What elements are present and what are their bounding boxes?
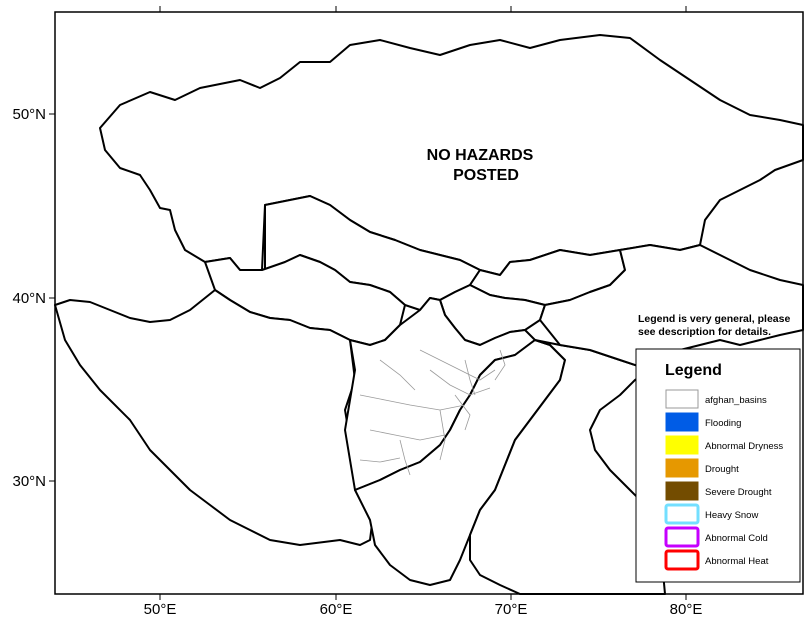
afghan-basins	[359, 349, 506, 476]
legend-swatch-2	[665, 435, 699, 455]
legend-note-line2: see description for details.	[638, 326, 771, 338]
lon-label-50: 50°E	[144, 601, 177, 618]
hazard-status-line1: NO HAZARDS	[427, 147, 534, 164]
lon-label-60: 60°E	[320, 601, 353, 618]
legend-label-7: Abnormal Heat	[705, 556, 769, 567]
lon-label-70: 70°E	[495, 601, 528, 618]
axis-ticks	[49, 6, 687, 600]
legend-swatch-3	[665, 458, 699, 478]
legend-label-4: Severe Drought	[705, 487, 772, 498]
legend-label-5: Heavy Snow	[705, 510, 758, 521]
legend-swatch-7	[664, 549, 700, 571]
legend-swatch-1	[665, 412, 699, 432]
legend-title: Legend	[665, 362, 722, 379]
lon-label-80: 80°E	[670, 601, 703, 618]
legend-swatch-0	[665, 389, 699, 409]
lat-label-30: 30°N	[12, 473, 46, 490]
lat-label-50: 50°N	[12, 106, 46, 123]
legend-box	[635, 348, 801, 583]
country-outlines	[54, 34, 804, 595]
legend-label-1: Flooding	[705, 418, 741, 429]
legend-label-6: Abnormal Cold	[705, 533, 768, 544]
china-outline	[539, 244, 804, 371]
hazard-status-line2: POSTED	[453, 167, 519, 184]
legend-swatch-6	[664, 526, 700, 548]
legend-swatch-5	[664, 503, 700, 525]
legend-label-0: afghan_basins	[705, 395, 767, 406]
legend-label-2: Abnormal Dryness	[705, 441, 783, 452]
legend-swatch-4	[665, 481, 699, 501]
legend-note-line1: Legend is very general, please	[638, 313, 790, 325]
lat-label-40: 40°N	[12, 290, 46, 307]
legend-label-3: Drought	[705, 464, 739, 475]
